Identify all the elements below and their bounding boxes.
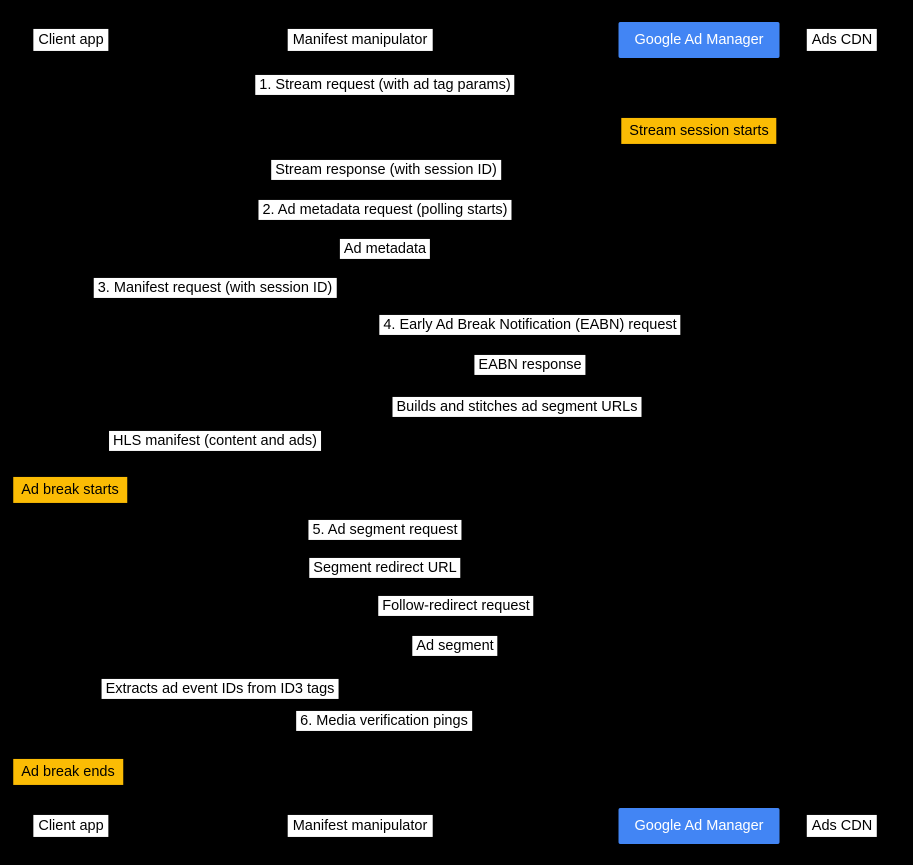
message-follow-redirect-request: Follow-redirect request (378, 595, 534, 617)
message-builds-and-stitches: Builds and stitches ad segment URLs (392, 396, 642, 418)
participant-manifest-manipulator-top: Manifest manipulator (287, 28, 433, 52)
participant-client-app-bottom: Client app (33, 814, 109, 838)
message-segment-redirect-url: Segment redirect URL (309, 557, 461, 579)
note-ad-break-ends: Ad break ends (13, 758, 123, 786)
participant-google-ad-manager-top: Google Ad Manager (618, 21, 780, 59)
message-media-verification-pings: 6. Media verification pings (296, 710, 472, 732)
participant-ads-cdn-top: Ads CDN (806, 28, 878, 52)
participant-manifest-manipulator-bottom: Manifest manipulator (287, 814, 433, 838)
message-stream-request: 1. Stream request (with ad tag params) (255, 74, 515, 96)
message-extracts-ad-event-ids: Extracts ad event IDs from ID3 tags (101, 678, 339, 700)
message-ad-segment: Ad segment (412, 635, 498, 657)
note-ad-break-starts: Ad break starts (13, 476, 127, 504)
message-manifest-request: 3. Manifest request (with session ID) (93, 277, 337, 299)
participant-client-app-top: Client app (33, 28, 109, 52)
message-ad-metadata-request: 2. Ad metadata request (polling starts) (258, 199, 512, 221)
message-ad-segment-request: 5. Ad segment request (308, 519, 462, 541)
message-hls-manifest: HLS manifest (content and ads) (109, 430, 321, 452)
message-eabn-response: EABN response (474, 354, 586, 376)
message-eabn-request: 4. Early Ad Break Notification (EABN) re… (379, 314, 681, 336)
participant-ads-cdn-bottom: Ads CDN (806, 814, 878, 838)
message-stream-response: Stream response (with session ID) (271, 159, 501, 181)
note-stream-session-starts: Stream session starts (621, 117, 777, 145)
participant-google-ad-manager-bottom: Google Ad Manager (618, 807, 780, 845)
message-ad-metadata: Ad metadata (339, 238, 431, 260)
